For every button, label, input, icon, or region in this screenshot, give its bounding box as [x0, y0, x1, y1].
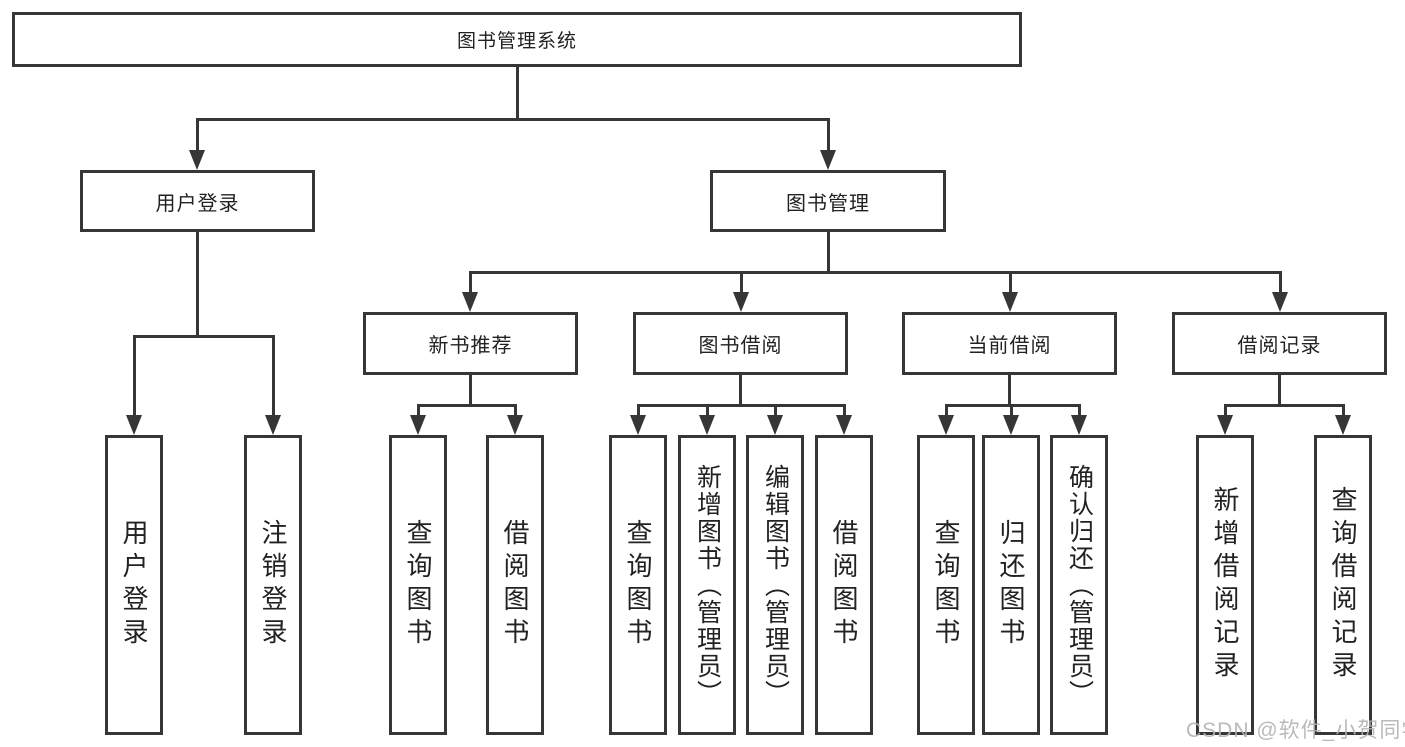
arrow-down-icon	[699, 415, 715, 435]
connector-line	[1010, 404, 1013, 420]
connector-line	[827, 118, 830, 154]
arrow-down-icon	[733, 292, 749, 312]
leaf-edit-books-admin: 编辑图书（管理员）	[746, 435, 804, 735]
arrow-down-icon	[820, 150, 836, 170]
connector-line	[272, 335, 275, 420]
connector-line	[469, 271, 1282, 274]
node-library-management-system: 图书管理系统	[12, 12, 1022, 67]
leaf-query-books-borrowing: 查询图书	[609, 435, 667, 735]
arrow-down-icon	[1335, 415, 1351, 435]
connector-line	[706, 404, 709, 420]
connector-line	[514, 404, 517, 420]
leaf-query-borrow-record: 查询借阅记录	[1314, 435, 1372, 735]
node-new-book-recommendation: 新书推荐	[363, 312, 578, 375]
connector-line	[740, 271, 743, 297]
connector-line	[843, 404, 846, 420]
connector-line	[1009, 271, 1012, 297]
leaf-borrow-books-recommend: 借阅图书	[486, 435, 544, 735]
arrow-down-icon	[1071, 415, 1087, 435]
connector-line	[516, 67, 519, 118]
arrow-down-icon	[462, 292, 478, 312]
arrow-down-icon	[938, 415, 954, 435]
connector-line	[469, 271, 472, 297]
arrow-down-icon	[189, 150, 205, 170]
connector-line	[739, 375, 742, 406]
leaf-logout: 注销登录	[244, 435, 302, 735]
watermark: CSDN @软件_小贺同学	[1186, 719, 1405, 742]
arrow-down-icon	[630, 415, 646, 435]
leaf-add-borrow-record: 新增借阅记录	[1196, 435, 1254, 735]
connector-line	[196, 118, 830, 121]
connector-line	[1342, 404, 1345, 420]
connector-line	[1224, 404, 1344, 407]
connector-line	[196, 118, 199, 154]
leaf-query-books-current: 查询图书	[917, 435, 975, 735]
connector-line	[945, 404, 948, 420]
connector-line	[196, 232, 199, 336]
arrow-down-icon	[1002, 292, 1018, 312]
leaf-query-books-recommend: 查询图书	[389, 435, 447, 735]
connector-line	[417, 404, 517, 407]
arrow-down-icon	[767, 415, 783, 435]
connector-line	[133, 335, 275, 338]
connector-line	[774, 404, 777, 420]
connector-line	[417, 404, 420, 420]
leaf-borrow-books-borrowing: 借阅图书	[815, 435, 873, 735]
connector-line	[1278, 375, 1281, 406]
arrow-down-icon	[265, 415, 281, 435]
node-book-borrowing: 图书借阅	[633, 312, 848, 375]
connector-line	[637, 404, 845, 407]
leaf-user-login: 用户登录	[105, 435, 163, 735]
arrow-down-icon	[836, 415, 852, 435]
connector-line	[827, 232, 830, 273]
node-current-borrowing: 当前借阅	[902, 312, 1117, 375]
leaf-add-books-admin: 新增图书（管理员）	[678, 435, 736, 735]
connector-line	[1008, 375, 1011, 406]
connector-line	[133, 335, 136, 420]
connector-line	[469, 375, 472, 406]
arrow-down-icon	[1217, 415, 1233, 435]
arrow-down-icon	[126, 415, 142, 435]
connector-line	[945, 404, 1081, 407]
arrow-down-icon	[410, 415, 426, 435]
arrow-down-icon	[1272, 292, 1288, 312]
connector-line	[1224, 404, 1227, 420]
leaf-return-books: 归还图书	[982, 435, 1040, 735]
connector-line	[1078, 404, 1081, 420]
leaf-confirm-return-admin: 确认归还（管理员）	[1050, 435, 1108, 735]
node-book-management: 图书管理	[710, 170, 946, 232]
node-user-login: 用户登录	[80, 170, 315, 232]
arrow-down-icon	[507, 415, 523, 435]
node-borrowing-records: 借阅记录	[1172, 312, 1387, 375]
connector-line	[637, 404, 640, 420]
arrow-down-icon	[1003, 415, 1019, 435]
connector-line	[1279, 271, 1282, 297]
